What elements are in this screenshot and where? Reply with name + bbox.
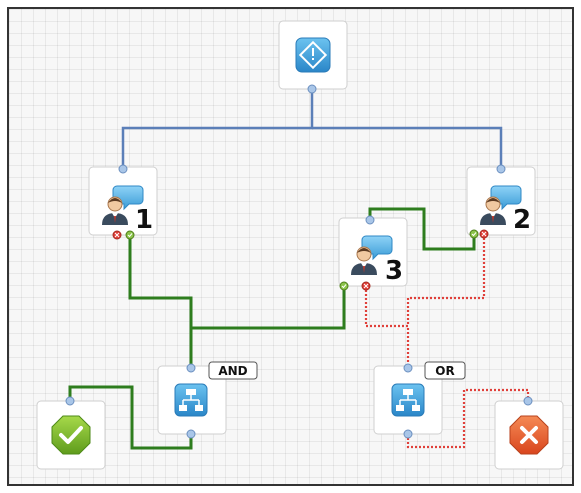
- approval-3-approved-port[interactable]: [339, 281, 349, 291]
- approval-step-2-number: 2: [513, 205, 531, 235]
- approval-3-approved-connector: [191, 286, 346, 330]
- or-gateway-to-failure-connector: [406, 388, 530, 449]
- user-chat-icon: [351, 235, 393, 275]
- approval-step-1[interactable]: 1: [88, 164, 158, 240]
- or-gateway-label: OR: [424, 361, 466, 380]
- check-icon: [51, 415, 91, 455]
- x-icon: [509, 415, 549, 455]
- approval-3-rejected-connector: [364, 286, 410, 366]
- flow-branch-icon: [391, 383, 425, 417]
- start-to-approval-2-connector: [312, 126, 503, 171]
- approval-3-input-port[interactable]: [365, 215, 375, 225]
- or-gateway-output-port[interactable]: [403, 429, 413, 439]
- approval-step-2[interactable]: 2: [466, 164, 536, 239]
- and-gateway-output-port[interactable]: [186, 429, 196, 439]
- approval-2-rejected-port[interactable]: [479, 229, 489, 239]
- approval-1-approved-port[interactable]: [125, 230, 135, 240]
- and-gateway-to-success-connector: [68, 385, 193, 450]
- failure-end-node[interactable]: [494, 396, 564, 470]
- approval-3-rejected-port[interactable]: [361, 281, 371, 291]
- user-chat-icon: [480, 185, 522, 225]
- approval-step-3[interactable]: 3: [338, 215, 408, 291]
- approval-2-rejected-connector: [406, 234, 486, 326]
- start-to-approval-1-connector: [121, 89, 314, 171]
- failure-end-input-port[interactable]: [523, 396, 533, 406]
- start-output-port[interactable]: [307, 84, 317, 94]
- approval-step-1-number: 1: [135, 205, 153, 235]
- approval-1-rejected-port[interactable]: [112, 230, 122, 240]
- rejected-connectors: [364, 234, 530, 449]
- approved-connectors: [68, 207, 476, 450]
- user-chat-icon: [102, 185, 144, 225]
- start-diamond-icon: [295, 37, 331, 73]
- or-gateway-node[interactable]: OR: [373, 361, 466, 439]
- approval-2-to-approval-3-connector: [368, 207, 476, 251]
- and-gateway-label: AND: [208, 361, 258, 380]
- approval-2-approved-port[interactable]: [469, 229, 479, 239]
- branch-connectors: [121, 89, 503, 171]
- approval-1-input-port[interactable]: [118, 164, 128, 174]
- or-gateway-label-text: OR: [435, 364, 454, 378]
- and-gateway-label-text: AND: [218, 364, 247, 378]
- and-gateway-input-port[interactable]: [186, 363, 196, 373]
- flow-branch-icon: [174, 383, 208, 417]
- or-gateway-input-port[interactable]: [403, 363, 413, 373]
- start-node[interactable]: [278, 20, 348, 94]
- approval-1-approved-connector: [128, 235, 193, 366]
- approval-step-3-number: 3: [385, 256, 403, 286]
- success-end-node[interactable]: [36, 396, 106, 470]
- success-end-input-port[interactable]: [65, 396, 75, 406]
- approval-2-input-port[interactable]: [496, 164, 506, 174]
- and-gateway-node[interactable]: AND: [157, 361, 258, 439]
